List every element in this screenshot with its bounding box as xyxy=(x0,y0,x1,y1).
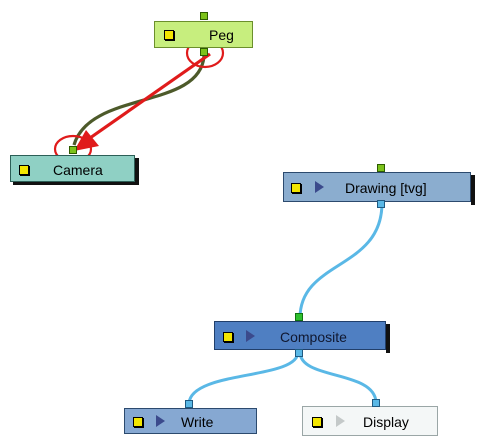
node-enable-checkbox[interactable] xyxy=(19,165,29,175)
display-input-port[interactable] xyxy=(372,399,380,407)
camera-node[interactable]: Camera xyxy=(10,155,135,182)
play-icon[interactable] xyxy=(315,181,324,193)
composite-input-port[interactable] xyxy=(295,313,303,321)
display-node-label: Display xyxy=(363,414,409,430)
write-node-label: Write xyxy=(181,414,214,430)
camera-node-label: Camera xyxy=(53,162,103,178)
composite-node[interactable]: Composite xyxy=(214,321,386,350)
peg-output-port[interactable] xyxy=(200,48,208,56)
write-node[interactable]: Write xyxy=(124,408,257,434)
drawing-node-label: Drawing [tvg] xyxy=(345,180,427,196)
display-node[interactable]: Display xyxy=(302,406,438,436)
camera-node-shadow xyxy=(135,158,139,185)
composite-output-port[interactable] xyxy=(295,349,303,357)
red-arrow-shaft xyxy=(89,52,211,140)
node-enable-checkbox[interactable] xyxy=(164,30,174,40)
drawing-composite-connection[interactable] xyxy=(298,202,384,319)
play-icon[interactable] xyxy=(336,415,345,427)
peg-node-label: Peg xyxy=(209,27,234,43)
node-enable-checkbox[interactable] xyxy=(291,183,301,193)
drawing-node[interactable]: Drawing [tvg] xyxy=(283,172,471,202)
composite-node-label: Composite xyxy=(280,329,347,345)
node-enable-checkbox[interactable] xyxy=(312,417,322,427)
composite-node-shadow xyxy=(386,324,390,353)
composite-write-connection[interactable] xyxy=(187,351,300,404)
play-icon[interactable] xyxy=(246,330,255,342)
drawing-output-port[interactable] xyxy=(377,200,385,208)
composite-display-connection[interactable] xyxy=(298,351,378,403)
drawing-node-shadow xyxy=(471,175,475,205)
camera-input-port[interactable] xyxy=(69,146,77,154)
write-input-port[interactable] xyxy=(185,400,193,408)
drawing-input-port[interactable] xyxy=(377,164,385,172)
play-icon[interactable] xyxy=(156,415,165,427)
node-enable-checkbox[interactable] xyxy=(223,332,233,342)
camera-node-shadow-bottom xyxy=(13,182,139,185)
peg-input-port[interactable] xyxy=(200,12,208,20)
peg-node[interactable]: Peg xyxy=(154,21,253,48)
node-enable-checkbox[interactable] xyxy=(133,417,143,427)
peg-camera-connection[interactable] xyxy=(72,55,206,146)
